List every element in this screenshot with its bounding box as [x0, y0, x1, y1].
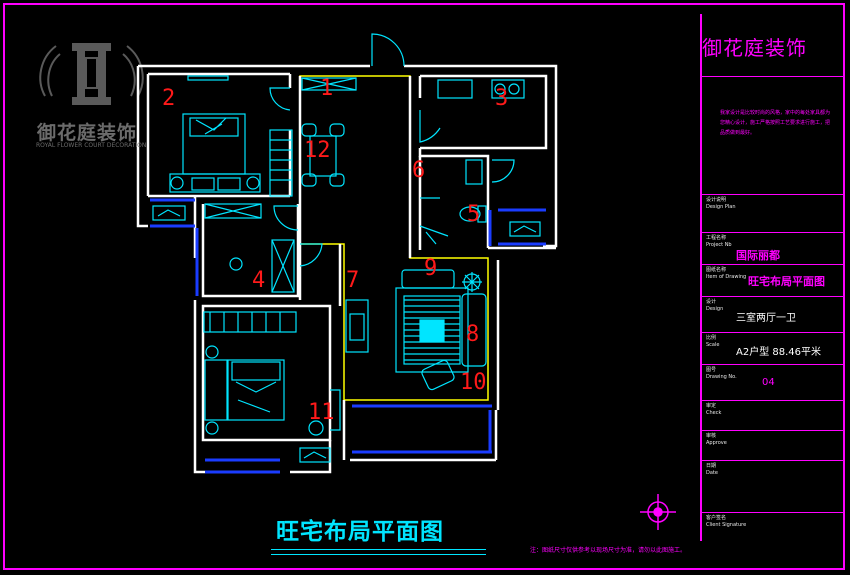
field-value: A2户型 88.46平米: [736, 347, 822, 358]
field-sublabel: Approve: [706, 440, 727, 446]
north-arrow-icon: [640, 494, 676, 530]
room-number: 4: [252, 268, 266, 293]
drawing-frame: [3, 3, 845, 570]
watermark-subtitle: ROYAL FLOWER COURT DECORATION: [36, 142, 147, 149]
field-row: 设计说明 Design Plan: [702, 194, 845, 210]
watermark-brand: 御花庭装饰: [37, 122, 138, 144]
field-sublabel: Client Signature: [706, 522, 747, 528]
field-row: 图纸名称 Item of Drawing 旺宅布局平面图: [702, 264, 845, 288]
field-label: 审定: [706, 403, 717, 409]
field-label: 日期: [706, 463, 717, 469]
field-sublabel: Drawing No.: [706, 374, 737, 380]
room-number: 11: [308, 400, 335, 425]
title-block: 御花庭装饰 我家设计是比较时尚的风格，家中的每处家具都为您精心设计，施工严格按照…: [700, 14, 845, 541]
field-row: 日期 Date: [702, 460, 845, 476]
field-row: 图号 Drawing No. 04: [702, 364, 845, 388]
intro-text: 我家设计是比较时尚的风格，家中的每处家具都为您精心设计，施工严格按照工艺要求进行…: [720, 110, 831, 136]
room-number: 9: [424, 256, 438, 281]
field-value: 国际丽都: [736, 249, 780, 262]
room-number: 10: [460, 370, 487, 395]
room-number: 12: [304, 138, 331, 163]
field-row: 客户签名 Client Signature: [702, 512, 845, 528]
field-row: 审定 Check: [702, 400, 845, 416]
field-value: 三室两厅一卫: [736, 313, 796, 324]
field-label: 工程名称: [706, 235, 727, 241]
room-number: 6: [412, 158, 426, 183]
room-number: 5: [467, 202, 481, 227]
field-value: 旺宅布局平面图: [748, 275, 825, 288]
field-label: 设计说明: [706, 197, 727, 203]
room-number: 1: [320, 76, 334, 101]
field-sublabel: Date: [706, 470, 718, 476]
field-row: 审核 Approve: [702, 430, 845, 446]
field-label: 图纸名称: [706, 267, 727, 273]
footnote: 注：图纸尺寸仅供参考以现场尺寸为准，请勿以此图施工。: [530, 547, 687, 554]
title-block-divider: [702, 76, 845, 77]
field-sublabel: Item of Drawing: [706, 274, 747, 280]
field-row: 比例 Scale A2户型 88.46平米: [702, 332, 845, 358]
furniture: [152, 33, 541, 463]
watermark-logo: [39, 43, 144, 105]
field-value: 04: [762, 377, 775, 388]
field-sublabel: Check: [706, 410, 722, 416]
room-number: 8: [466, 322, 480, 347]
field-sublabel: Project Nb: [706, 242, 732, 248]
field-label: 客户签名: [706, 515, 727, 521]
field-row: 设计 Design 三室两厅一卫: [702, 296, 845, 324]
company-name: 御花庭装饰: [702, 36, 807, 60]
title-underline: [271, 549, 486, 555]
room-number: 2: [162, 86, 176, 111]
room-number: 3: [495, 86, 509, 111]
field-label: 设计: [706, 299, 717, 305]
windows: [150, 198, 546, 474]
room-number: 7: [346, 268, 360, 293]
walls: [136, 64, 558, 474]
field-sublabel: Scale: [706, 342, 720, 348]
field-label: 图号: [706, 367, 717, 373]
field-label: 比例: [706, 335, 717, 341]
field-row: 工程名称 Project Nb 国际丽都: [702, 232, 845, 262]
drawing-title: 旺宅布局平面图: [276, 519, 444, 545]
field-label: 审核: [706, 433, 717, 439]
field-sublabel: Design Plan: [706, 204, 736, 210]
field-sublabel: Design: [706, 306, 724, 312]
